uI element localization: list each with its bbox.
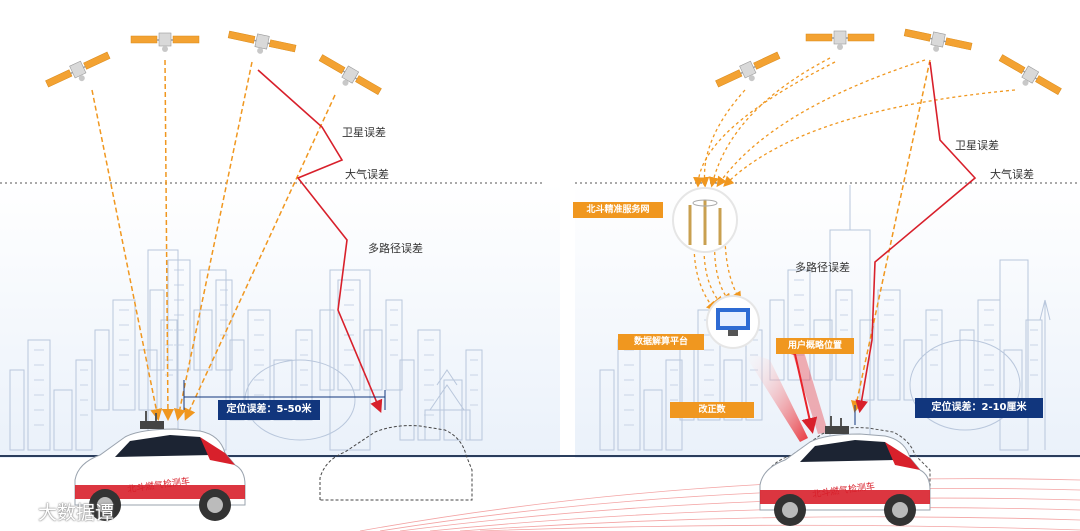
service-network-icon [673,188,737,252]
user-position-box: 用户概略位置 [776,338,854,354]
right-atmosphere-error-label: 大气误差 [990,166,1034,182]
left-satellite-3-icon [226,28,296,61]
right-satellite-error-label: 卫星误差 [955,137,999,153]
watermark-logo-icon [8,504,32,524]
left-satellite-4-icon [315,52,383,102]
correction-box: 改正数 [670,402,754,418]
ground-waves [360,479,1080,531]
data-platform-icon [707,296,759,348]
left-satellite-error-label: 卫星误差 [342,124,386,140]
service-network-box: 北斗精准服务网 [573,202,663,218]
right-satellite-2-icon [806,31,874,50]
right-satellite-1-icon [714,49,784,95]
watermark-text: 大数据谭 [38,502,114,524]
right-satellite-4-icon [995,52,1063,102]
left-satellite-2-icon [131,33,199,52]
watermark: 大数据谭 [8,498,114,525]
data-platform-box: 数据解算平台 [618,334,704,350]
right-satellite-3-icon [902,26,972,59]
left-multipath-error-label: 多路径误差 [368,240,423,256]
left-accuracy-box: 定位误差：5-50米 [218,400,320,420]
left-satellite-1-icon [44,49,114,95]
right-multipath-error-label: 多路径误差 [795,259,850,275]
right-accuracy-box: 定位误差：2-10厘米 [915,398,1043,418]
left-atmosphere-error-label: 大气误差 [345,166,389,182]
